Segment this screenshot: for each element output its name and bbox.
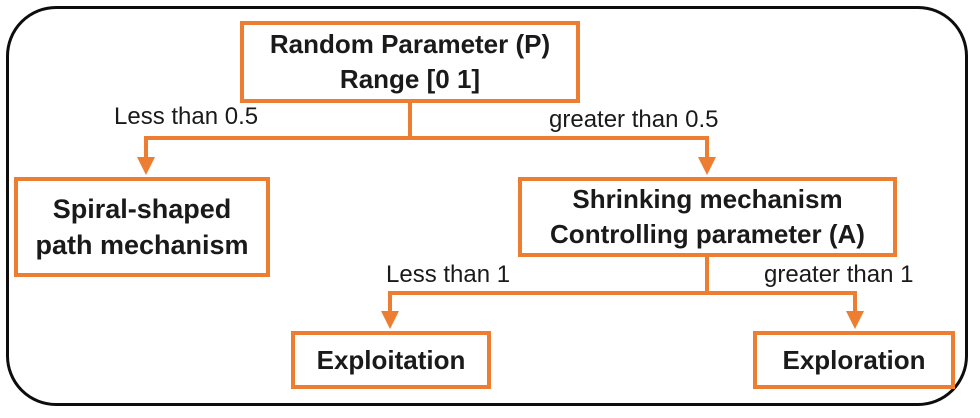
node-random-parameter-line1: Random Parameter (P) (269, 29, 551, 59)
node-spiral-path-mechanism: Spiral-shaped path mechanism (14, 177, 270, 277)
rounded-outer-border (6, 6, 968, 406)
edge-label-greater-than-1: greater than 1 (764, 261, 914, 288)
node-spiral-line1: Spiral-shaped (52, 194, 232, 224)
node-random-parameter-line2: Range [0 1] (339, 64, 481, 94)
node-exploitation-label: Exploitation (316, 344, 466, 375)
node-spiral-line2: path mechanism (35, 230, 249, 260)
node-exploration: Exploration (753, 331, 955, 389)
node-random-parameter: Random Parameter (P) Range [0 1] (240, 21, 580, 103)
edge-label-greater-than-05: greater than 0.5 (549, 106, 719, 133)
node-shrinking-mechanism: Shrinking mechanism Controlling paramete… (518, 177, 897, 257)
edge-label-less-than-05: Less than 0.5 (114, 103, 259, 130)
node-exploration-label: Exploration (782, 344, 926, 375)
node-exploitation: Exploitation (291, 331, 491, 389)
node-shrinking-line1: Shrinking mechanism (572, 184, 843, 214)
edge-label-less-than-1: Less than 1 (386, 261, 511, 288)
node-shrinking-line2: Controlling parameter (A) (550, 219, 865, 249)
